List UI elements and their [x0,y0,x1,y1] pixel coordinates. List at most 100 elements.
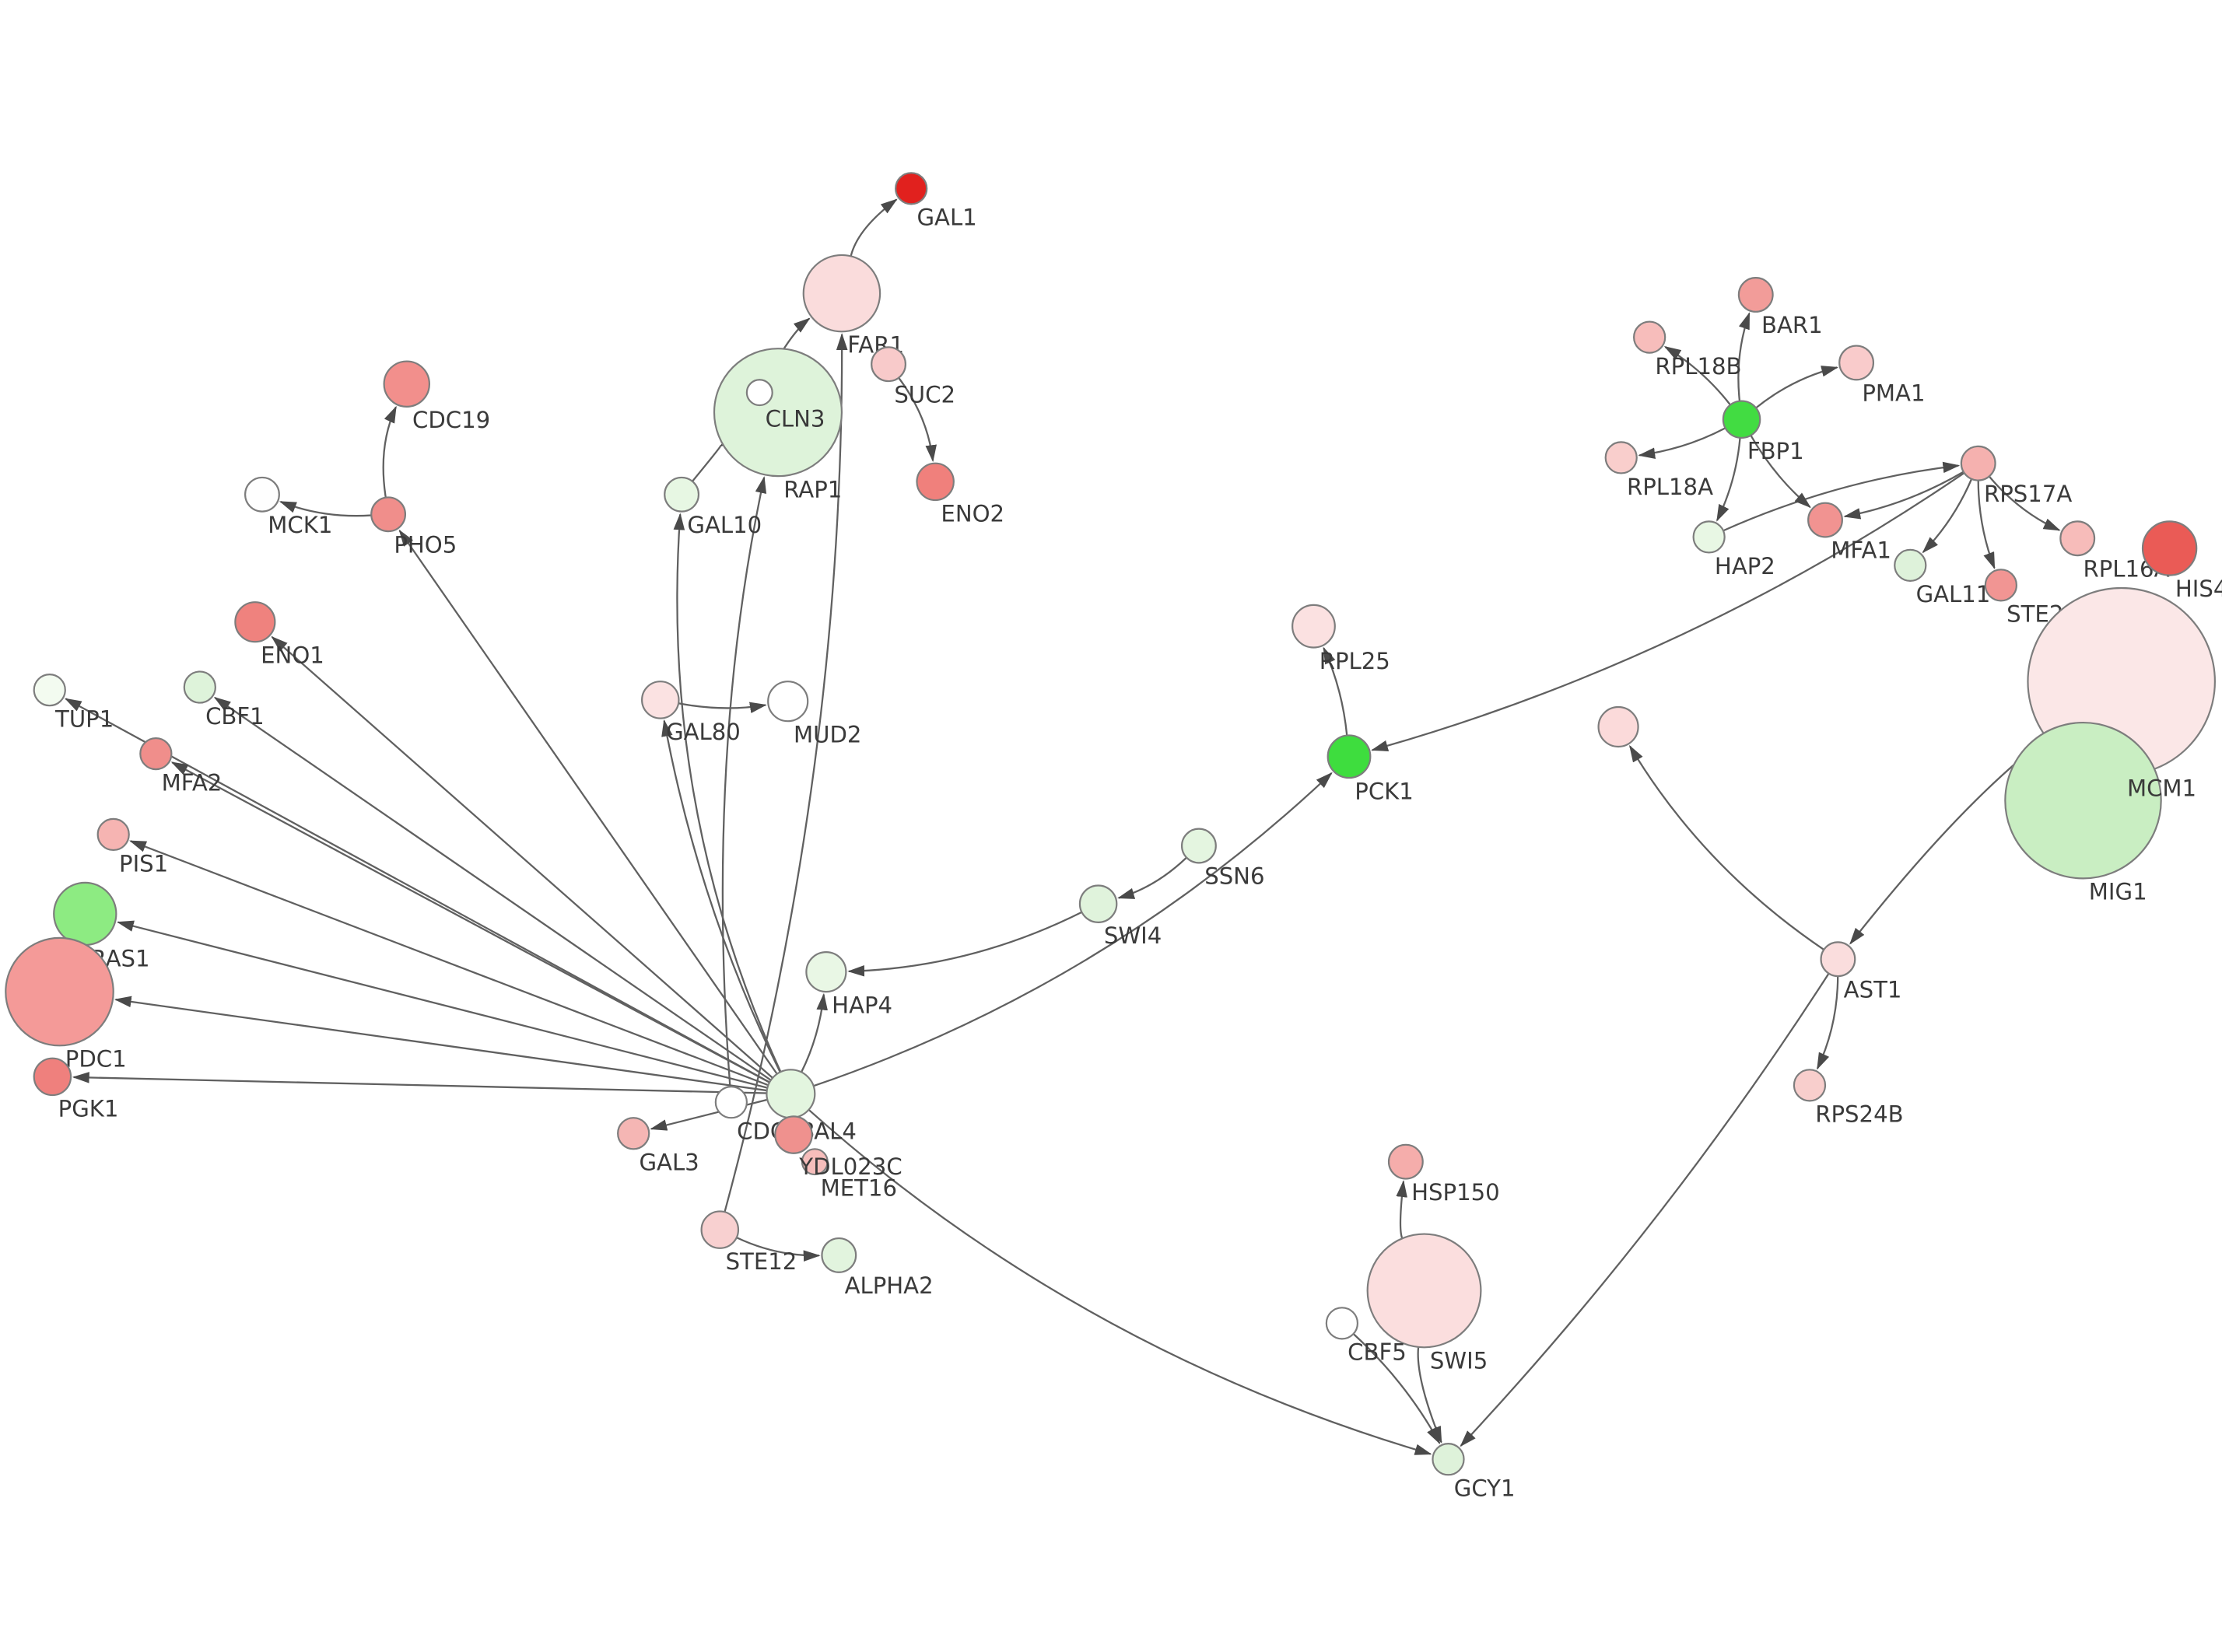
node-cdc19[interactable] [383,360,430,408]
node-pis1[interactable] [96,817,130,852]
node-unlabeled[interactable] [1597,705,1639,748]
node-rap1[interactable] [713,348,843,478]
edge-fbp1-hap2 [1716,437,1741,522]
node-ste2[interactable] [1984,569,2017,602]
node-gal4[interactable] [766,1069,816,1119]
node-his4[interactable] [2141,520,2198,576]
node-bar1[interactable] [1737,277,1774,313]
node-tup1[interactable] [33,674,66,707]
node-eno1[interactable] [234,601,276,643]
node-pgk1[interactable] [33,1057,72,1097]
node-label-mck1: MCK1 [268,512,332,538]
node-cbf1[interactable] [183,670,216,704]
node-mck1[interactable] [244,476,280,513]
node-mfa1[interactable] [1807,502,1843,538]
node-mud2[interactable] [767,681,809,723]
node-rpl16a[interactable] [2059,520,2096,557]
node-gal1[interactable] [895,172,928,205]
edge-rps17a-mfa1 [1843,471,1964,520]
node-label-pho5: PHO5 [394,531,457,558]
edge-ast1-unnamed [1629,744,1824,950]
node-rps24b[interactable] [1793,1069,1827,1102]
node-mfa2[interactable] [139,737,173,771]
edge-gal4-gal3 [650,1098,768,1131]
node-rps17a[interactable] [1960,445,1996,481]
edge-fbp1-bar1 [1737,312,1751,401]
edge-rps17a-ste2 [1977,480,1996,570]
node-eno2[interactable] [916,462,955,502]
node-ras1[interactable] [53,881,117,947]
edge-gal4-pho5 [398,529,778,1075]
node-hap4[interactable] [805,951,847,993]
node-label-hap2: HAP2 [1715,553,1775,579]
edge-rps17a-pck1 [1371,472,1965,751]
node-gal11[interactable] [1894,548,1927,582]
edge-gal4-eno1 [271,635,773,1079]
node-gcy1[interactable] [1432,1443,1465,1476]
node-far1[interactable] [802,254,881,333]
node-label-rps17a: RPS17A [1984,481,2072,507]
edge-pho5-mck1 [279,501,372,517]
node-label-pis1: PIS1 [119,850,168,877]
edge-ast1-gcy1 [1460,972,1830,1447]
node-label-met16: MET16 [821,1174,897,1201]
edge-gal4-pck1 [813,772,1333,1087]
node-rpl18a[interactable] [1604,441,1638,474]
node-pdc1[interactable] [5,936,114,1047]
nodes-layer: RAP1CLN3FAR1GAL1SUC2ENO2GAL10CDC19MCK1PH… [5,172,2222,1502]
node-label-gal80: GAL80 [666,719,741,745]
node-label-tup1: TUP1 [54,706,114,733]
edge-ste12-far1 [724,333,848,1213]
node-gal3[interactable] [617,1117,650,1150]
edge-ast1-rps24b [1816,976,1839,1070]
node-ast1[interactable] [1820,941,1856,978]
node-ste12[interactable] [700,1210,740,1249]
node-alpha2[interactable] [821,1237,857,1273]
edge-suc2-eno2 [898,377,937,463]
node-label-cdc19: CDC19 [412,407,490,433]
node-cbf5[interactable] [1325,1307,1359,1340]
node-label-hsp150: HSP150 [1411,1179,1500,1206]
node-label-ste12: STE12 [726,1248,797,1275]
node-pma1[interactable] [1838,345,1875,381]
edge-cbf5-gcy1 [1352,1333,1441,1445]
node-label-rpl18b: RPL18B [1655,353,1741,380]
node-swi4[interactable] [1078,884,1118,923]
edge-gal80-mud2 [678,702,767,713]
edge-ste12-alpha2 [736,1237,821,1262]
node-rpl25[interactable] [1291,604,1336,649]
node-gal10[interactable] [664,476,700,513]
edge-gal4-hap4 [800,992,828,1073]
node-rpl18b[interactable] [1633,320,1666,354]
node-pho5[interactable] [370,496,407,533]
node-swi5[interactable] [1366,1233,1482,1349]
node-ydl023c[interactable] [774,1115,813,1154]
node-hap2[interactable] [1692,520,1726,554]
edge-pho5-cdc19 [382,405,397,498]
node-suc2[interactable] [871,346,906,383]
node-ssn6[interactable] [1180,828,1217,864]
node-cln3[interactable] [745,379,773,407]
top-labels-layer: MCM1 [2127,775,2196,802]
node-label-mud2: MUD2 [794,722,861,748]
node-fbp1[interactable] [1722,400,1761,439]
edge-cdc28-rap1 [721,476,767,1087]
edge-gal4-ras1 [116,920,768,1089]
node-met16[interactable] [801,1148,829,1176]
node-hsp150[interactable] [1387,1143,1424,1180]
edge-fbp1-rpl18a [1638,427,1726,459]
node-cdc28[interactable] [714,1086,748,1119]
node-pck1[interactable] [1327,734,1372,779]
edges-layer [64,198,2061,1455]
node-label-cbf1: CBF1 [205,703,265,730]
node-label-pck1: PCK1 [1355,778,1414,804]
node-label-eno1: ENO1 [261,642,324,669]
node-label-hap4: HAP4 [832,992,892,1018]
node-label-pgk1: PGK1 [58,1095,119,1122]
node-label-mfa2: MFA2 [162,769,223,796]
node-gal80[interactable] [641,681,680,719]
node-label-rpl25: RPL25 [1320,648,1390,674]
node-mig1[interactable] [2004,721,2162,880]
